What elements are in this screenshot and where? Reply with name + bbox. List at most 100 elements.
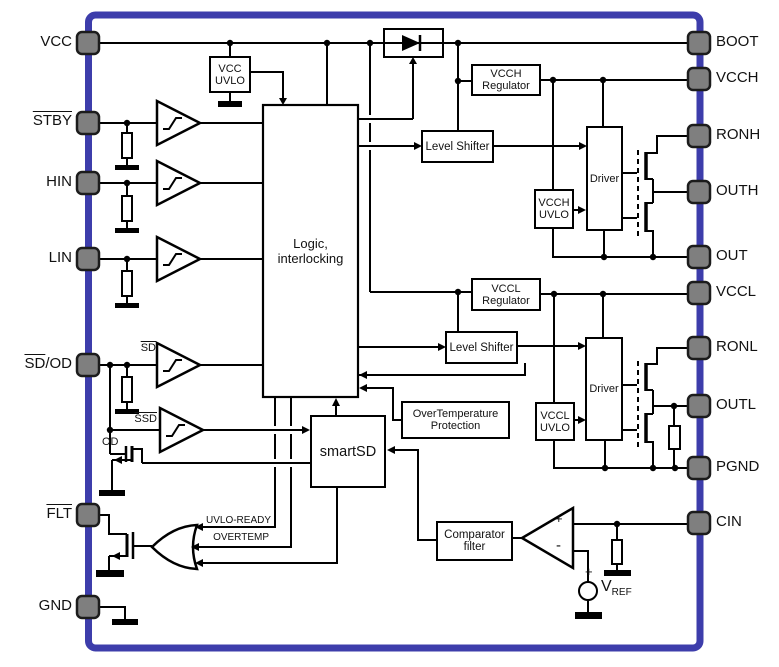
resistor-stby [121, 132, 133, 159]
resistor-sd [121, 376, 133, 403]
ground-icons [96, 92, 631, 625]
ls-high-text: Level Shifter [425, 140, 490, 153]
ground-gnd-pin [112, 619, 138, 625]
driver-low-text: Driver [589, 383, 619, 395]
vcch-uvlo-label: VCCH UVLO [535, 190, 573, 228]
ground-sd [115, 409, 139, 414]
logic-line1: Logic, [293, 236, 328, 251]
resistor-cin [611, 539, 623, 565]
logic-box [261, 103, 360, 399]
pin-label-vccl: VCCL [716, 283, 757, 300]
pin-label-flt: FLT [46, 505, 72, 522]
comp-filter-line1: Comparator [444, 529, 505, 541]
vcch-reg-line1: VCCH [490, 68, 522, 80]
pin-outh [686, 179, 712, 205]
pin-label-sd-part: SD [24, 355, 46, 372]
pin-lin [75, 246, 101, 272]
pin-label-out: OUT [716, 247, 748, 264]
vccl-reg-line1: VCCL [491, 282, 521, 295]
vcc-uvlo-label: VCC UVLO [210, 57, 250, 92]
comparator-filter-box [436, 521, 513, 561]
vcc-uvlo-line2: UVLO [215, 74, 245, 87]
ground-od-fet [99, 490, 125, 496]
pin-outl [686, 393, 712, 419]
vcch-uvlo-line1: VCCH [538, 197, 570, 209]
pin-vcch [686, 66, 712, 92]
schmitt-stby-icon [155, 98, 203, 148]
vccl-reg-line2: Regulator [482, 294, 530, 307]
comparator-plus-label: + [555, 511, 563, 526]
pin-label-vcch: VCCH [716, 69, 759, 86]
driver-high-label: Driver [587, 127, 622, 230]
driver-high-text: Driver [589, 172, 620, 185]
overtemp-signal-label: OVERTEMP [213, 532, 269, 543]
od-mosfet-icon [110, 446, 143, 490]
vcc-uvlo-line1: VCC [218, 62, 242, 75]
pin-label-outl: OUTL [716, 396, 757, 413]
vcch-uvlo-box [534, 189, 574, 229]
ground-vcc-uvlo [218, 92, 242, 107]
smartsd-label: smartSD [311, 416, 385, 487]
level-shifter-high-label: Level Shifter [422, 131, 493, 162]
pin-label-vcc: VCC [40, 33, 72, 50]
schmitt-hin-icon [155, 158, 203, 208]
pin-label-gnd: GND [38, 597, 72, 614]
driver-low-label: Driver [586, 338, 622, 440]
flt-mosfet-icon [108, 532, 135, 570]
pin-pgnd [686, 455, 712, 481]
vccl-regulator-label: VCCL Regulator [472, 279, 540, 310]
comparator-icon [519, 505, 575, 571]
vccl-regulator-box [471, 278, 541, 311]
schmitt-sd-icon [155, 340, 203, 390]
vcch-reg-line2: Regulator [482, 80, 530, 92]
vref-source-icon [578, 581, 598, 601]
smartsd-box [310, 415, 386, 488]
smartsd-text: smartSD [319, 443, 377, 460]
pin-label-outh: OUTH [716, 182, 759, 199]
overtemp-line1: OverTemperature [412, 408, 499, 420]
ssd-signal-label: SSD [134, 413, 157, 425]
ic-boundary [85, 11, 704, 652]
pin-hin [75, 170, 101, 196]
pin-label-ronh: RONH [716, 126, 761, 143]
level-shifter-low-label: Level Shifter [446, 332, 517, 363]
resistor-outl [668, 425, 681, 450]
schmitt-lin-icon [155, 234, 203, 284]
ground-cin-res [604, 570, 631, 576]
resistor-lin [121, 270, 133, 297]
schmitt-ssd-icon [158, 405, 206, 455]
pin-label-sdod: SD/OD [0, 355, 72, 373]
ground-lin [115, 303, 139, 308]
ground-flt-fet [96, 570, 124, 577]
pin-out [686, 244, 712, 270]
overtemp-protection-box [401, 401, 510, 439]
pin-label-cin: CIN [716, 513, 742, 530]
mosfet-output-low-icon [637, 361, 648, 447]
pin-label-hin: HIN [46, 173, 72, 190]
pin-squares [75, 30, 712, 620]
pin-label-stby: STBY [32, 112, 72, 129]
vref-label: VREF [601, 578, 632, 598]
pin-label-pgnd: PGND [716, 458, 760, 475]
sd-signal-label: SD [140, 342, 156, 354]
uvlo-ready-signal-label: UVLO-READY [205, 515, 271, 526]
ls-low-text: Level Shifter [449, 341, 514, 354]
pin-label-od-part: /OD [45, 355, 72, 372]
or-gate-icon [150, 523, 199, 571]
vcch-regulator-box [471, 64, 541, 96]
pin-stby [75, 110, 101, 136]
bootstrap-diode-icon [384, 35, 443, 51]
pin-cin [686, 510, 712, 536]
pin-vcc [75, 30, 101, 56]
level-shifter-high-box [421, 130, 494, 163]
vccl-uvlo-label: VCCL UVLO [536, 403, 574, 440]
overtemp-line2: Protection [430, 420, 481, 432]
pin-flt [75, 502, 101, 528]
ground-vref [575, 612, 602, 619]
junction-dots [106, 39, 679, 528]
ground-hin [115, 228, 139, 233]
comparator-filter-label: Comparator filter [437, 522, 512, 560]
pin-sdod [75, 352, 101, 378]
arrowheads [191, 57, 587, 567]
